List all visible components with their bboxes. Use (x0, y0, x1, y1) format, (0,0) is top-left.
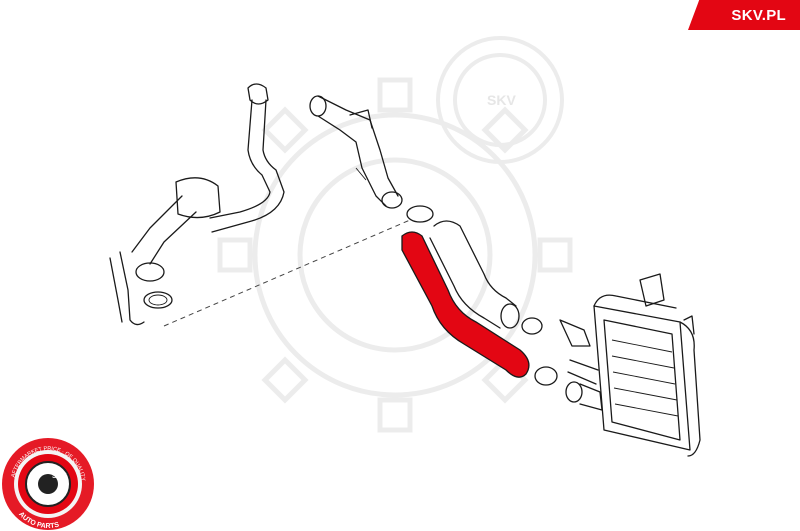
hose-clamp-middle (521, 317, 543, 335)
intercooler (559, 273, 701, 457)
watermark-gear-large (217, 77, 573, 433)
hose-clamp-lower (534, 366, 558, 386)
secondary-hose (429, 220, 520, 329)
skv-seal-logo: SKV AFTERMARKET PRICE · OE QUALITY AUTO … (2, 438, 94, 530)
watermark-label: SKV (487, 92, 516, 108)
watermark-gear-small: SKV (436, 36, 564, 164)
brand-tag[interactable]: SKV.PL (688, 0, 800, 30)
upper-pipe (309, 95, 403, 209)
brand-site-label: SKV.PL (731, 6, 786, 24)
connection-dashed-line (163, 219, 411, 327)
hose-clamp-upper (406, 205, 434, 223)
highlighted-hose (401, 231, 530, 378)
seal-center-label: SKV (52, 473, 67, 480)
left-pipe-assembly (109, 83, 285, 326)
